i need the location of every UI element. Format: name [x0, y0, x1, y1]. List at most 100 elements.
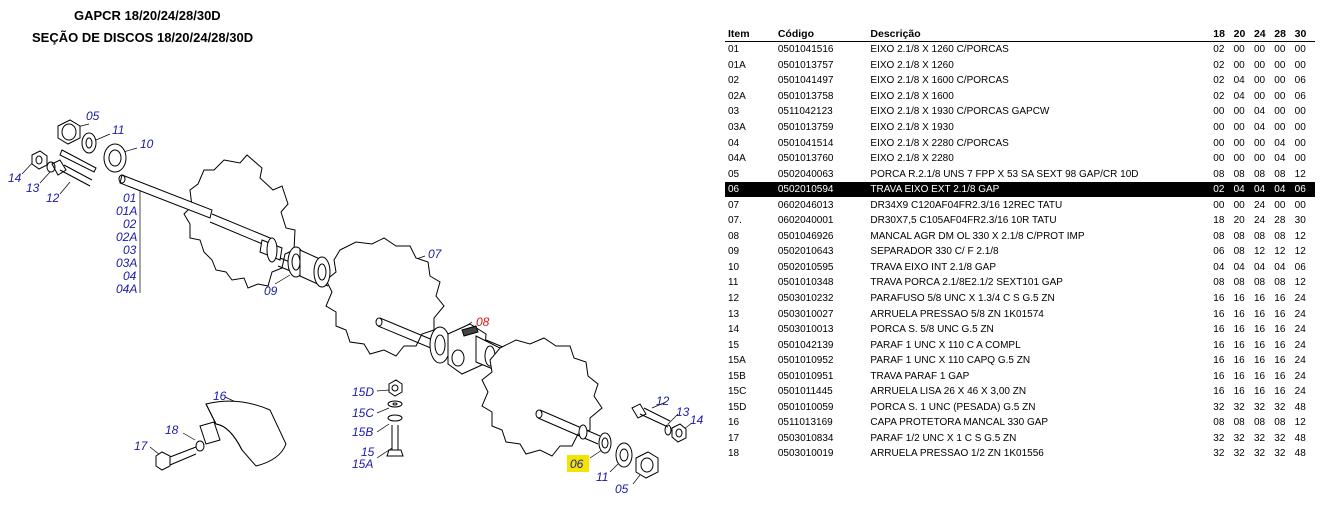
table-cell-qty: 24	[1294, 324, 1306, 336]
table-cell-qty: 04	[1253, 261, 1266, 273]
table-cell-qty: 24	[1294, 308, 1306, 320]
table-cell-qty: 32	[1233, 432, 1245, 444]
header-qty-18: 18	[1213, 26, 1234, 42]
table-cell-code: 0501010059	[777, 401, 834, 413]
callout-12-right: 12	[656, 394, 670, 408]
table-cell-qty: 16	[1213, 386, 1225, 398]
callout-05-top: 05	[86, 109, 100, 123]
table-cell-item: 17	[728, 432, 740, 444]
table-cell-qty: 24	[1294, 339, 1306, 351]
callout-13-right: 13	[676, 405, 690, 419]
header-code: Código	[774, 26, 868, 42]
table-cell-item: 06	[725, 181, 775, 198]
table-cell-item: 08	[728, 230, 740, 242]
table-cell-qty: 16	[1233, 370, 1245, 382]
table-cell-item: 10	[728, 261, 740, 273]
table-cell-code: 0501041514	[777, 137, 834, 149]
table-cell-qty: 04	[1274, 181, 1295, 198]
table-cell-description: EIXO 2.1/8 X 1930 C/PORCAS GAPCW	[870, 106, 1050, 118]
table-cell-description: ARRUELA LISA 26 X 46 X 3,00 ZN	[870, 386, 1027, 398]
table-cell-qty: 04	[1233, 181, 1254, 198]
table-cell-qty: 24	[1253, 215, 1266, 227]
table-cell-qty: 00	[1253, 75, 1266, 87]
table-cell-qty: 18	[1213, 215, 1225, 227]
table-cell-qty: 04	[1233, 75, 1245, 87]
table-cell-description: SEPARADOR 330 C/ F 2.1/8	[870, 246, 999, 258]
table-cell-code: 0501013757	[777, 59, 834, 71]
table-cell-qty: 08	[1233, 246, 1245, 258]
table-cell-code: 0501013758	[777, 90, 834, 102]
table-cell-qty: 32	[1213, 448, 1225, 460]
table-cell-qty: 00	[1253, 59, 1266, 71]
table-cell-code: 0501011445	[777, 386, 833, 398]
table-cell-item: 02	[728, 75, 740, 87]
table-cell-qty: 00	[1213, 199, 1225, 211]
table-cell-item: 02A	[728, 90, 746, 102]
protective-cover	[155, 400, 287, 471]
shaft-right	[535, 409, 601, 445]
table-cell-qty: 24	[1253, 199, 1266, 211]
table-cell-description: EIXO 2.1/8 X 1600	[870, 90, 954, 102]
table-cell-code: 0501013760	[777, 153, 834, 165]
table-cell-description: PARAFUSO 5/8 UNC X 1.3/4 C S G.5 ZN	[870, 293, 1055, 305]
parts-table-header: Item Código Descrição 18 20 24 28 30	[725, 26, 1315, 42]
table-cell-code: 0503010232	[777, 293, 834, 305]
table-cell-item: 15B	[728, 370, 746, 382]
header-qty-20: 20	[1233, 26, 1254, 42]
table-cell-qty: 48	[1294, 448, 1306, 460]
table-cell-qty: 00	[1274, 44, 1286, 56]
table-cell-code: 0502010595	[777, 261, 834, 273]
table-cell-qty: 08	[1233, 230, 1245, 242]
table-cell-qty: 04	[1233, 261, 1245, 273]
table-cell-qty: 16	[1274, 370, 1286, 382]
table-cell-qty: 08	[1253, 168, 1266, 180]
table-cell-qty: 12	[1294, 417, 1306, 429]
table-cell-qty: 16	[1274, 339, 1286, 351]
header-qty-28: 28	[1274, 26, 1295, 42]
table-cell-qty: 06	[1294, 75, 1306, 87]
callout-15d: 15D	[352, 385, 374, 399]
table-cell-qty: 16	[1253, 293, 1266, 305]
table-cell-qty: 00	[1294, 153, 1306, 165]
table-cell-qty: 00	[1294, 59, 1306, 71]
table-cell-qty: 12	[1294, 277, 1306, 289]
table-cell-qty: 16	[1213, 339, 1225, 351]
table-cell-qty: 00	[1233, 199, 1245, 211]
table-cell-qty: 20	[1233, 215, 1245, 227]
table-cell-qty: 00	[1274, 106, 1286, 118]
table-cell-code: 0502010643	[777, 246, 834, 258]
table-cell-qty: 16	[1233, 386, 1245, 398]
table-cell-qty: 16	[1274, 308, 1286, 320]
callout-09: 09	[264, 284, 278, 298]
callout-13-left: 13	[26, 181, 40, 195]
table-cell-code: 0501010951	[777, 370, 834, 382]
table-cell-qty: 00	[1294, 137, 1306, 149]
table-cell-code: 0501013759	[777, 122, 834, 133]
table-cell-qty: 00	[1213, 137, 1225, 149]
table-cell-qty: 16	[1253, 370, 1266, 382]
callout-01a: 01A	[116, 204, 137, 218]
table-cell-qty: 16	[1213, 355, 1225, 367]
table-cell-qty: 00	[1253, 44, 1266, 56]
table-cell-qty: 16	[1233, 308, 1245, 320]
table-cell-qty: 12	[1253, 246, 1266, 258]
table-cell-qty: 16	[1213, 324, 1225, 336]
table-cell-qty: 16	[1213, 308, 1225, 320]
table-cell-qty: 06	[1294, 261, 1306, 273]
table-cell-qty: 32	[1253, 432, 1266, 444]
table-cell-item: 16	[728, 417, 740, 429]
table-cell-description: TRAVA PORCA 2.1/8E2.1/2 SEXT101 GAP	[870, 277, 1063, 289]
table-cell-qty: 48	[1294, 401, 1306, 413]
disc-left	[183, 154, 296, 289]
table-cell-qty: 02	[1213, 181, 1234, 198]
table-cell-item: 15D	[728, 401, 747, 413]
